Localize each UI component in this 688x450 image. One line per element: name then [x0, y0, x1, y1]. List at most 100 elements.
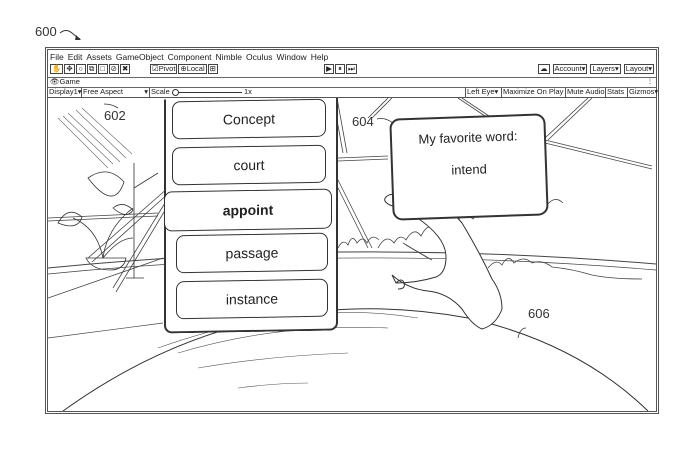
- eye-label: Left Eye: [467, 87, 495, 96]
- tab-menu-icon[interactable]: ⋮: [647, 79, 653, 85]
- menu-gameobject[interactable]: GameObject: [115, 52, 164, 62]
- word-list-item[interactable]: court: [172, 144, 326, 186]
- menu-nimble[interactable]: Nimble: [215, 52, 242, 62]
- menu-window[interactable]: Window: [276, 52, 307, 62]
- local-label: Local: [186, 64, 205, 73]
- custom-tool-button[interactable]: ✖: [119, 64, 131, 74]
- chevron-down-icon: ▾: [77, 87, 82, 96]
- scale-label: Scale: [151, 87, 170, 96]
- scale-slider[interactable]: [171, 89, 242, 97]
- menu-edit[interactable]: Edit: [67, 52, 83, 62]
- move-tool-button[interactable]: ✥: [64, 64, 75, 74]
- word-label: Concept: [222, 110, 276, 128]
- layout-label: Layout: [625, 64, 649, 73]
- menu-component[interactable]: Component: [167, 52, 212, 62]
- display-dropdown[interactable]: Display1▾: [48, 87, 82, 97]
- menu-file[interactable]: File: [50, 52, 64, 62]
- move-icon: ✥: [66, 64, 73, 73]
- ref-label-604: 604: [352, 114, 374, 129]
- word-label: court: [233, 156, 265, 174]
- favorite-word-title: My favorite word:: [418, 128, 518, 147]
- scale-value: 1x: [243, 87, 252, 96]
- account-dropdown[interactable]: Account▾: [552, 64, 588, 74]
- chevron-down-icon: ▾: [144, 87, 148, 96]
- table-surface: [62, 308, 649, 411]
- transform-tools: ✋ ✥ ○ ⧉ □ ⊘ ✖: [50, 64, 131, 74]
- layers-dropdown[interactable]: Layers▾: [590, 64, 621, 74]
- tools-icon: ✖: [121, 64, 129, 73]
- word-list-item[interactable]: passage: [176, 232, 328, 274]
- game-tab[interactable]: 👁Game ⋮: [48, 77, 656, 88]
- menu-bar: File Edit Assets GameObject Component Ni…: [50, 51, 328, 63]
- transform-tool-button[interactable]: ⊘: [108, 64, 119, 74]
- step-button[interactable]: ⏭: [346, 64, 357, 74]
- editor-window: File Edit Assets GameObject Component Ni…: [45, 47, 659, 414]
- menu-oculus[interactable]: Oculus: [246, 52, 273, 62]
- scale-slider-track: [171, 92, 242, 94]
- game-tab-label: Game: [59, 77, 80, 86]
- grid-toggle[interactable]: ⊞: [207, 64, 218, 74]
- local-toggle[interactable]: ⊕Local: [178, 64, 207, 74]
- ref-number: 604: [352, 114, 374, 129]
- pause-icon: ⏸: [338, 64, 342, 73]
- scale-slider-handle[interactable]: [171, 89, 179, 97]
- window-glare: [57, 107, 133, 169]
- chevron-down-icon: ▾: [654, 87, 659, 96]
- chevron-down-icon: ▾: [648, 64, 652, 73]
- eye-dropdown[interactable]: Left Eye▾: [465, 87, 502, 97]
- word-label: passage: [225, 244, 279, 262]
- ref-leader-602: [103, 103, 119, 109]
- favorite-word-panel: My favorite word: intend: [389, 113, 549, 221]
- maximize-label: Maximize On Play: [503, 87, 564, 96]
- account-controls: ☁ Account▾ Layers▾ Layout▾: [538, 64, 654, 74]
- word-list-panel: Concept court appoint passage instance: [164, 98, 338, 334]
- transform-icon: ⊘: [110, 64, 117, 73]
- display-label: Display1: [49, 87, 78, 96]
- stats-toggle[interactable]: Stats: [606, 87, 628, 97]
- menu-help[interactable]: Help: [310, 52, 329, 62]
- rect-icon: □: [100, 64, 105, 73]
- game-viewport[interactable]: Concept court appoint passage instance M…: [48, 98, 656, 411]
- hand-icon: ✋: [52, 64, 62, 73]
- favorite-word-value: intend: [451, 161, 488, 178]
- vr-scene: [48, 98, 656, 411]
- floor-edge-inner: [48, 257, 656, 275]
- chevron-down-icon: ▾: [494, 87, 499, 96]
- word-list-item[interactable]: Concept: [172, 98, 326, 140]
- potted-plant: [57, 163, 159, 279]
- ref-number: 606: [528, 306, 550, 321]
- mute-audio-toggle[interactable]: Mute Audio: [566, 87, 606, 97]
- pivot-toggle[interactable]: ☑Pivot: [150, 64, 178, 74]
- game-options-bar: Display1▾ Free Aspect▾ Scale 1x Left Eye…: [48, 87, 659, 98]
- pause-button[interactable]: ⏸: [335, 64, 345, 74]
- hand-tool-button[interactable]: ✋: [50, 64, 64, 74]
- play-button[interactable]: ▶: [324, 64, 334, 74]
- rotate-tool-button[interactable]: ○: [75, 64, 86, 74]
- cloud-icon: ☁: [540, 64, 548, 73]
- stats-label: Stats: [607, 87, 625, 96]
- floor-edge: [48, 251, 656, 269]
- cloud-button[interactable]: ☁: [538, 64, 550, 74]
- ref-label-602: 602: [104, 108, 126, 123]
- pivot-label: Pivot: [158, 64, 176, 73]
- word-list-item-selected[interactable]: appoint: [164, 188, 332, 232]
- word-label: instance: [225, 290, 279, 308]
- game-eye-icon: 👁: [50, 77, 60, 86]
- grid-icon: ⊞: [209, 64, 216, 73]
- word-label: appoint: [222, 201, 274, 219]
- aspect-dropdown[interactable]: Free Aspect▾: [82, 87, 150, 97]
- chevron-down-icon: ▾: [614, 64, 619, 73]
- scale-tool-button[interactable]: ⧉: [86, 64, 97, 74]
- gizmos-dropdown[interactable]: Gizmos▾: [628, 87, 659, 97]
- pivot-controls: ☑Pivot ⊕Local ⊞: [150, 64, 218, 74]
- rotate-icon: ○: [78, 64, 83, 73]
- maximize-on-play-toggle[interactable]: Maximize On Play: [502, 87, 566, 97]
- menu-assets[interactable]: Assets: [86, 52, 112, 62]
- layout-dropdown[interactable]: Layout▾: [623, 64, 654, 74]
- word-list-item[interactable]: instance: [176, 278, 328, 320]
- layers-label: Layers: [592, 64, 615, 73]
- mute-label: Mute Audio: [567, 87, 605, 96]
- ref-number: 600: [35, 24, 57, 39]
- rect-tool-button[interactable]: □: [97, 64, 108, 74]
- ref-leader-606: [517, 327, 527, 339]
